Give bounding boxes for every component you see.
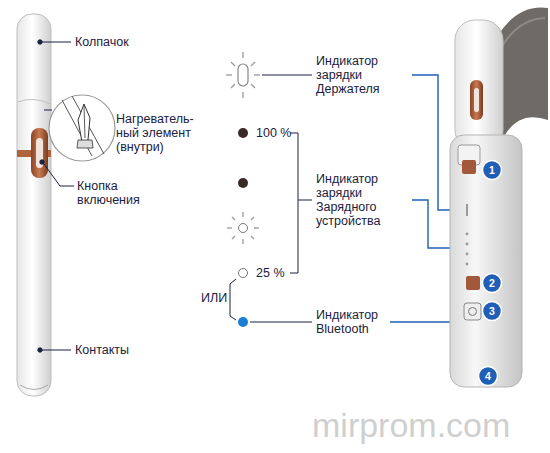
indicator-label: Индикатор зарядки Держателя — [316, 54, 410, 96]
or-label: ИЛИ — [201, 291, 227, 305]
part-label: Колпачок — [75, 35, 129, 49]
part-label: Нагреватель- ный элемент (внутри) — [116, 112, 204, 154]
part-label: Кнопка включения — [77, 179, 155, 207]
part-label: Контакты — [75, 343, 129, 357]
holder — [17, 14, 51, 396]
watermark: mirprom.com — [312, 406, 510, 444]
callout-number: 3 — [483, 302, 501, 320]
percent-label: 25 % — [256, 266, 285, 280]
callout-number: 2 — [483, 274, 501, 292]
leader-lines — [38, 40, 74, 352]
indicator-label: Индикатор Bluetooth — [316, 308, 410, 336]
charger — [450, 8, 548, 387]
indicator-label: Индикатор зарядки Зарядного устройства — [316, 172, 410, 228]
percent-label: 100 % — [256, 126, 291, 140]
callout-number: 4 — [479, 367, 497, 385]
heater-inset — [49, 95, 115, 161]
indicator-symbols — [226, 52, 460, 327]
callout-number: 1 — [483, 161, 501, 179]
